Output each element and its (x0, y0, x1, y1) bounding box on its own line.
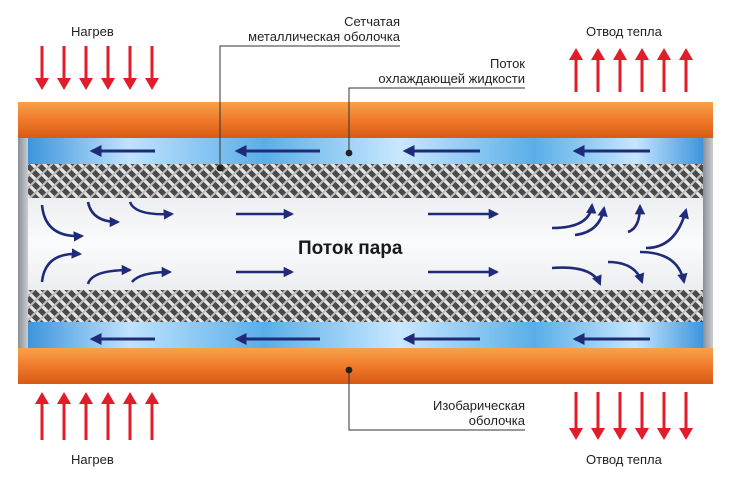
isobaric-shell-label-line2: оболочка (468, 413, 525, 428)
mesh-top (28, 164, 703, 198)
heat-in-top-arrow-icon-0-head (35, 78, 49, 90)
heat-in-top-label: Нагрев (71, 24, 114, 39)
vapor-flow-label: Поток пара (298, 238, 403, 259)
mesh-shell-label-line2: металлическая оболочка (248, 29, 400, 44)
coolant-flow-label-line1: Поток (489, 56, 525, 71)
heat-in-bottom-label: Нагрев (71, 452, 114, 467)
heat-out-bottom-arrow-icon-4-head (657, 428, 671, 440)
shell-top (18, 102, 713, 138)
heat-out-top-arrow-icon-2-head (613, 48, 627, 60)
heat-in-bottom-arrow-icon-1-head (57, 392, 71, 404)
heat-in-arrows-bottom (35, 392, 159, 440)
heat-out-top-arrow-icon-0-head (569, 48, 583, 60)
liquid-bottom (28, 322, 703, 348)
heat-out-bottom-arrow-icon-3-head (635, 428, 649, 440)
mesh-bottom (28, 290, 703, 322)
heat-out-top-arrow-icon-4-head (657, 48, 671, 60)
coolant-flow-label-line2: охлаждающей жидкости (378, 71, 525, 86)
heat-in-top-arrow-icon-5-head (145, 78, 159, 90)
mesh-shell-label: Сетчатая металлическая оболочка (248, 14, 400, 44)
heat-in-arrows-top (35, 46, 159, 90)
heat-in-bottom-arrow-icon-2-head (79, 392, 93, 404)
heat-out-top-arrow-icon-5-head (679, 48, 693, 60)
shell-bottom (18, 348, 713, 384)
vapor-arrows (40, 201, 689, 286)
heat-out-bottom-label: Отвод тепла (586, 452, 662, 467)
heat-out-bottom-arrow-icon-5-head (679, 428, 693, 440)
heat-in-bottom-arrow-icon-5-head (145, 392, 159, 404)
leader-lines (219, 45, 525, 431)
end-cap-right (703, 138, 713, 348)
heat-out-top-arrow-icon-3-head (635, 48, 649, 60)
heat-out-bottom-arrow-icon-0-head (569, 428, 583, 440)
heat-in-top-arrow-icon-3-head (101, 78, 115, 90)
heat-out-arrows-bottom (569, 392, 693, 440)
mesh-shell-label-line1: Сетчатая (344, 14, 400, 29)
heat-in-bottom-arrow-icon-4-head (123, 392, 137, 404)
isobaric-shell-label: Изобарическая оболочка (433, 398, 525, 428)
heat-in-top-arrow-icon-4-head (123, 78, 137, 90)
heat-in-top-arrow-icon-2-head (79, 78, 93, 90)
heat-out-top-label: Отвод тепла (586, 24, 662, 39)
coolant-flow-label: Поток охлаждающей жидкости (378, 56, 525, 86)
heat-out-bottom-arrow-icon-2-head (613, 428, 627, 440)
coolant-pointer-dot (345, 149, 353, 157)
heat-out-arrows-top (569, 48, 693, 92)
heat-out-top-arrow-icon-1-head (591, 48, 605, 60)
heat-in-top-arrow-icon-1-head (57, 78, 71, 90)
end-cap-left (18, 138, 28, 348)
shell-pointer-dot (345, 366, 353, 374)
heat-out-bottom-arrow-icon-1-head (591, 428, 605, 440)
isobaric-shell-label-line1: Изобарическая (432, 398, 525, 413)
heat-in-bottom-arrow-icon-3-head (101, 392, 115, 404)
heat-in-bottom-arrow-icon-0-head (35, 392, 49, 404)
mesh-pointer-dot (216, 164, 224, 172)
